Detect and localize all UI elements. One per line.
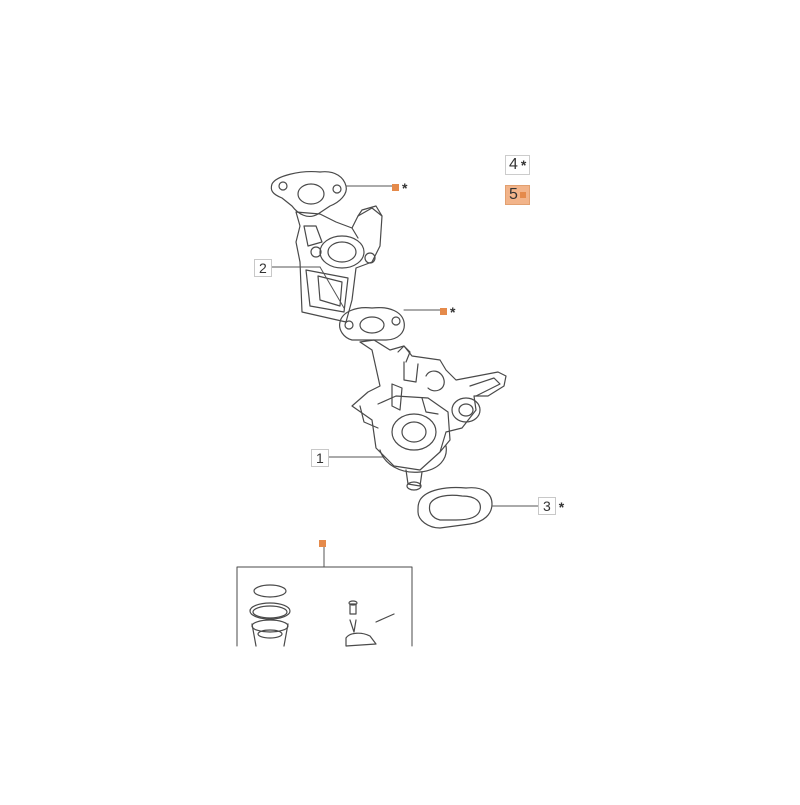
intake-spacer	[295, 205, 383, 323]
leader-lines	[269, 185, 539, 568]
top-gasket	[270, 171, 347, 218]
callout-middle-gasket-symbol: *	[450, 303, 456, 320]
flange-gasket	[417, 486, 493, 529]
orange-marker-icon	[319, 540, 326, 548]
carburetor-body	[351, 339, 507, 491]
callout-part-2-number: 2	[259, 260, 267, 276]
callout-top-gasket-symbol: *	[402, 179, 408, 196]
callout-middle-gasket: *	[440, 303, 455, 321]
callout-part-3: 3*	[538, 497, 564, 516]
legend-item-5-number: 5	[509, 186, 518, 203]
legend-item-5: 5	[505, 185, 530, 205]
repair-kit-box	[236, 566, 413, 647]
orange-marker-icon	[440, 308, 447, 316]
callout-part-1: 1	[311, 449, 329, 467]
legend-item-4-number: 4	[509, 156, 518, 174]
callout-part-2: 2	[254, 259, 272, 277]
callout-part-1-number: 1	[316, 450, 324, 466]
callout-part-3-symbol: *	[558, 498, 565, 515]
legend-item-4-symbol: *	[520, 157, 527, 173]
middle-gasket	[339, 307, 405, 341]
callout-top-gasket: *	[392, 179, 407, 197]
legend-item-5-orange-marker	[519, 191, 526, 198]
legend-item-4: 4*	[505, 155, 531, 176]
callout-part-3-number: 3	[538, 497, 556, 515]
orange-marker-icon	[392, 184, 399, 192]
callout-repair-kit	[319, 535, 326, 553]
